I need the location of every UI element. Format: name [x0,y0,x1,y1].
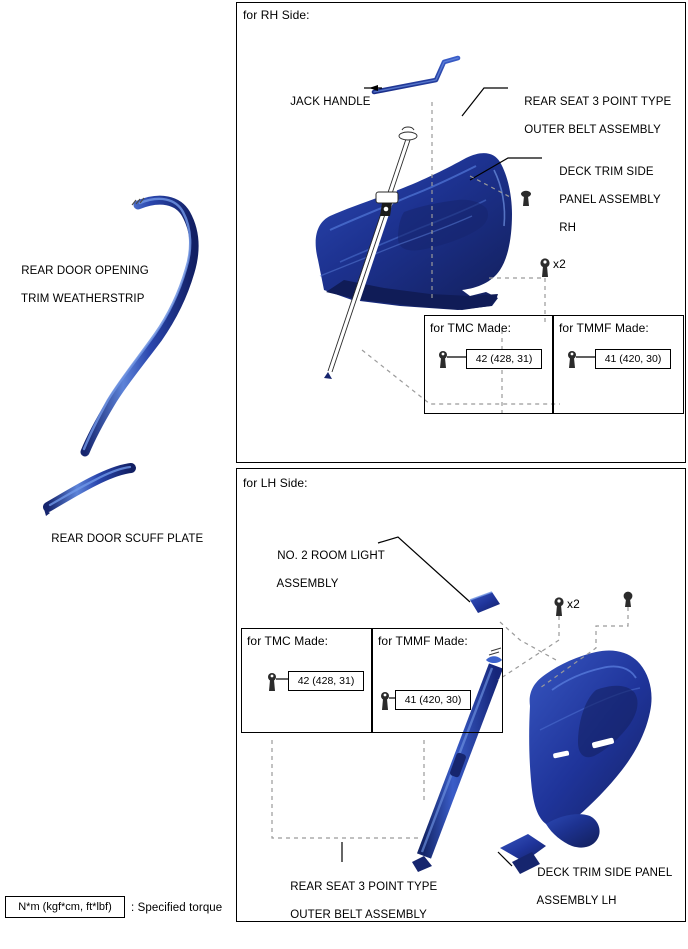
part-no2-room-light-assembly [469,591,500,613]
lh-torque-value-tmc: 42 (428, 31) [288,671,364,691]
lh-torque-group-tmc-title: for TMC Made: [247,634,329,648]
label-line-1: JACK HANDLE [290,96,371,108]
fastener-pin-rh-tmmf [568,351,595,368]
fastener-pin-lh-tmmf [381,692,395,710]
part-rear-door-scuff-plate [43,463,136,516]
label-line-2: ASSEMBLY LH [536,895,617,907]
fastener-pin-lh-tmc [268,673,288,691]
label-rear-door-opening-trim-weatherstrip: REAR DOOR OPENING TRIM WEATHERSTRIP [8,250,149,320]
label-rear-seat-belt-lh: REAR SEAT 3 POINT TYPE OUTER BELT ASSEMB… [277,866,437,936]
rh-torque-group-tmmf-title: for TMMF Made: [559,321,649,335]
lh-panel-title: for LH Side: [243,476,308,490]
label-line-1: REAR DOOR SCUFF PLATE [51,533,204,545]
guide-dashed-lh [271,607,629,839]
label-deck-trim-side-panel-assembly-rh: DECK TRIM SIDE PANEL ASSEMBLY RH [546,151,661,249]
rh-torque-value-tmc: 42 (428, 31) [466,349,542,369]
label-line-2: OUTER BELT ASSEMBLY [290,909,427,921]
fastener-lh-right [623,591,633,607]
label-no2-room-light-assembly: NO. 2 ROOM LIGHT ASSEMBLY [264,535,385,605]
label-line-2: ASSEMBLY [276,578,339,590]
fastener-rh-x2 [540,258,550,277]
rh-side-panel [236,2,686,463]
leader-lines-rh [364,85,542,181]
rh-torque-group-tmmf [553,315,684,414]
lh-side-panel [236,468,686,922]
fastener-lh-x2 [554,597,564,616]
label-line-2: PANEL ASSEMBLY [559,194,661,206]
fastener-pin-rh-tmc [439,351,466,368]
label-deck-trim-side-panel-assembly-lh: DECK TRIM SIDE PANEL ASSEMBLY LH [524,852,673,922]
leader-lines-lh [341,536,513,867]
rh-panel-title: for RH Side: [243,8,310,22]
label-line-1: DECK TRIM SIDE PANEL [537,867,673,879]
label-rear-door-scuff-plate: REAR DOOR SCUFF PLATE [38,518,203,560]
legend-specified-torque-text: : Specified torque [131,902,223,914]
quantity-marker-rh-x2: x2 [553,257,566,271]
label-line-1: REAR SEAT 3 POINT TYPE [290,881,438,893]
label-line-1: REAR DOOR OPENING [21,265,149,277]
lh-torque-group-tmc [241,628,372,733]
label-line-2: OUTER BELT ASSEMBLY [524,124,661,136]
label-line-1: REAR SEAT 3 POINT TYPE [524,96,672,108]
part-rear-seat-3-point-type-outer-belt-assembly-lh [412,647,504,872]
rh-torque-value-tmmf: 41 (420, 30) [595,349,671,369]
lh-torque-group-tmmf [372,628,503,733]
quantity-marker-lh-x2: x2 [567,597,580,611]
label-line-1: DECK TRIM SIDE [559,166,654,178]
label-jack-handle: JACK HANDLE [277,81,371,123]
rh-torque-group-tmc [424,315,553,414]
legend-torque-units-box: N*m (kgf*cm, ft*lbf) [5,896,125,918]
guide-dashed-rh [361,102,560,414]
label-line-3: RH [559,222,576,234]
lh-torque-group-tmmf-title: for TMMF Made: [378,634,468,648]
part-rear-door-opening-trim-weatherstrip [80,195,199,457]
label-line-1: NO. 2 ROOM LIGHT [277,550,385,562]
label-line-2: TRIM WEATHERSTRIP [20,293,145,305]
label-rear-seat-belt-rh: REAR SEAT 3 POINT TYPE OUTER BELT ASSEMB… [511,81,671,151]
lh-torque-value-tmmf: 41 (420, 30) [395,690,471,710]
part-deck-trim-side-panel-assembly-lh [500,650,652,874]
part-rear-seat-3-point-type-outer-belt-assembly-rh [324,126,418,379]
rh-torque-group-tmc-title: for TMC Made: [430,321,512,335]
fastener-rh-upper [521,190,531,206]
part-jack-handle [371,55,461,95]
